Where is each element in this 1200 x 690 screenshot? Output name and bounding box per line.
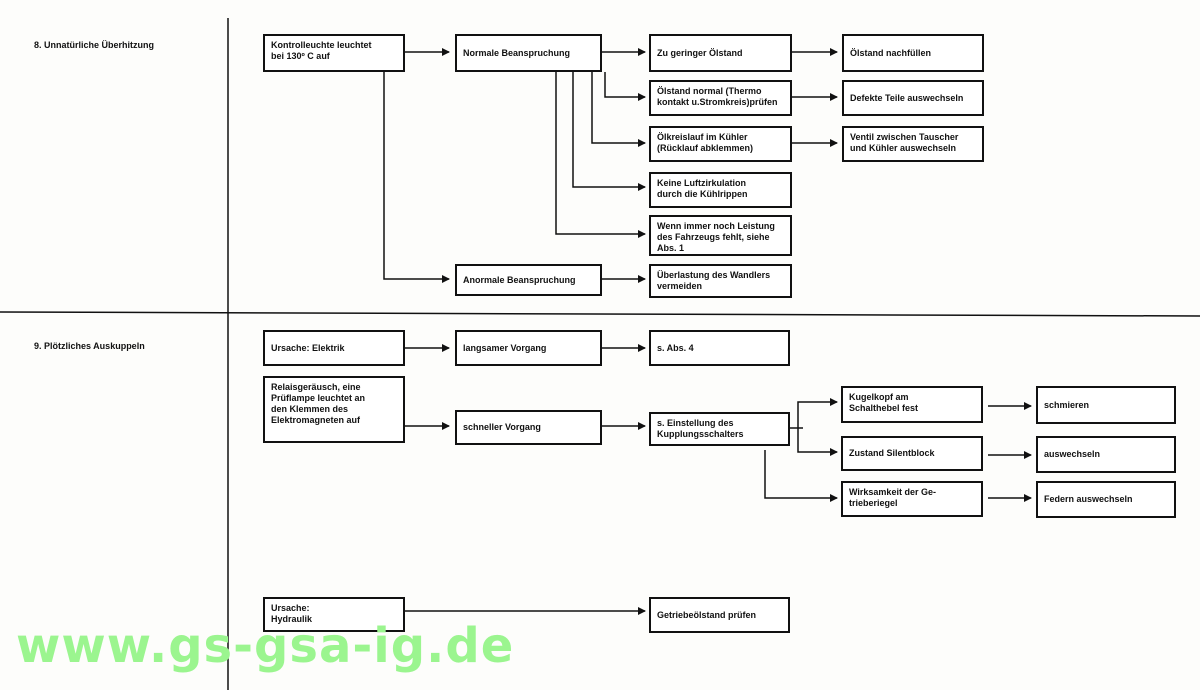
box-oil-low: Zu geringer Ölstand bbox=[649, 34, 792, 72]
box-check-gear-oil: Getriebeölstand prüfen bbox=[649, 597, 790, 633]
box-replace-valve: Ventil zwischen Tauscher und Kühler ausw… bbox=[842, 126, 984, 162]
box-oil-circuit: Ölkreislauf im Kühler (Rücklauf abklemme… bbox=[649, 126, 792, 162]
box-replace: auswechseln bbox=[1036, 436, 1176, 473]
box-switch-setting: s. Einstellung des Kupplungsschalters bbox=[649, 412, 790, 446]
box-cause-hydraulic: Ursache: Hydraulik bbox=[263, 597, 405, 632]
box-replace-springs: Federn auswechseln bbox=[1036, 481, 1176, 518]
box-oil-normal: Ölstand normal (Thermo kontakt u.Stromkr… bbox=[649, 80, 792, 116]
box-cause-electric: Ursache: Elektrik bbox=[263, 330, 405, 366]
box-fast-process: schneller Vorgang bbox=[455, 410, 602, 445]
box-converter-overload: Überlastung des Wandlers vermeiden bbox=[649, 264, 792, 298]
box-warning-light: Kontrolleuchte leuchtet bei 130º C auf bbox=[263, 34, 405, 72]
box-gear-latch: Wirksamkeit der Ge- trieberiegel bbox=[841, 481, 983, 517]
box-replace-parts: Defekte Teile auswechseln bbox=[842, 80, 984, 116]
box-power-still-lacking: Wenn immer noch Leistung des Fahrzeugs f… bbox=[649, 215, 792, 256]
box-slow-process: langsamer Vorgang bbox=[455, 330, 602, 366]
box-abnormal-load: Anormale Beanspruchung bbox=[455, 264, 602, 296]
box-lubricate: schmieren bbox=[1036, 386, 1176, 424]
website-watermark: www.gs-gsa-ig.de bbox=[16, 618, 515, 674]
box-relay-noise: Relaisgeräusch, eine Prüflampe leuchtet … bbox=[263, 376, 405, 443]
box-no-air-circulation: Keine Luftzirkulation durch die Kühlripp… bbox=[649, 172, 792, 208]
section-title-overheating: 8. Unnatürliche Überhitzung bbox=[34, 40, 155, 50]
box-silent-block: Zustand Silentblock bbox=[841, 436, 983, 471]
box-oil-fill: Ölstand nachfüllen bbox=[842, 34, 984, 72]
box-see-section-4: s. Abs. 4 bbox=[649, 330, 790, 366]
section-title-disengaging: 9. Plötzliches Auskuppeln bbox=[34, 341, 145, 351]
box-normal-load: Normale Beanspruchung bbox=[455, 34, 602, 72]
box-ball-head: Kugelkopf am Schalthebel fest bbox=[841, 386, 983, 423]
